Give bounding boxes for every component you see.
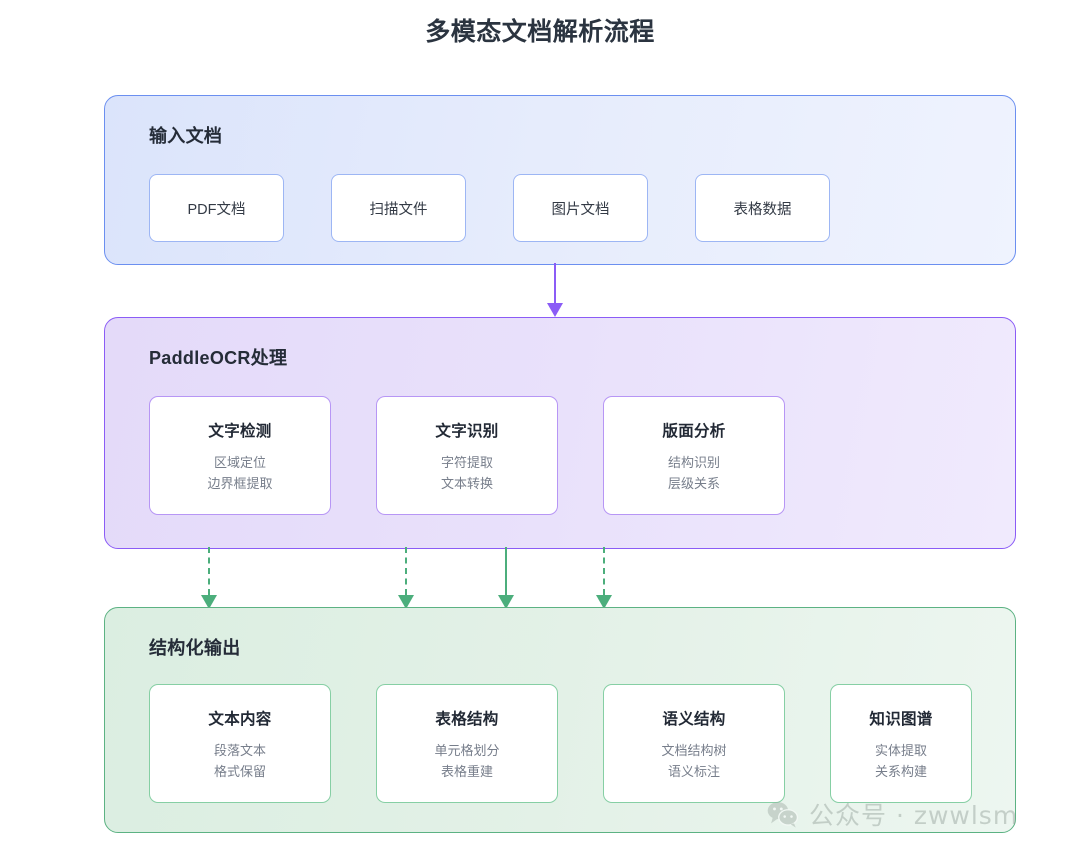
arrow-stem [208,547,210,595]
card-label: 表格数据 [733,201,792,218]
card-subline-1: 区域定位 [213,454,266,470]
card-subline-1: 结构识别 [667,454,720,470]
card-subline-1: 字符提取 [440,454,493,470]
card-subline-2: 语义标注 [667,764,720,779]
card-subline-1: 段落文本 [213,742,266,758]
card-text-recognition[interactable]: 文字识别 字符提取 文本转换 [376,396,558,515]
card-text-content[interactable]: 文本内容 段落文本 格式保留 [149,684,331,803]
arrow-stem [603,547,605,595]
arrow-stem [405,547,407,595]
section-paddleocr-processing: PaddleOCR处理 文字检测 区域定位 边界框提取 文字识别 字符提取 文本… [104,317,1016,549]
card-title: 版面分析 [662,422,726,440]
card-scanned-file[interactable]: 扫描文件 [331,174,466,242]
card-subline-2: 表格重建 [440,764,493,779]
card-knowledge-graph[interactable]: 知识图谱 实体提取 关系构建 [830,684,972,803]
card-label: PDF文档 [187,201,246,218]
arrow-detection-to-output [194,547,224,609]
card-label: 图片文档 [551,201,610,218]
card-subline-1: 实体提取 [874,742,927,758]
card-title: 知识图谱 [869,710,933,728]
card-table-data[interactable]: 表格数据 [695,174,830,242]
card-semantic-structure[interactable]: 语义结构 文档结构树 语义标注 [603,684,785,803]
arrow-head [547,303,563,317]
arrow-head [498,595,514,609]
arrow-head [596,595,612,609]
card-row-input: PDF文档 扫描文件 图片文档 表格数据 [149,174,830,242]
card-pdf-document[interactable]: PDF文档 [149,174,284,242]
section-structured-output: 结构化输出 文本内容 段落文本 格式保留 表格结构 单元格划分 表格重建 语义结… [104,607,1016,833]
card-image-document[interactable]: 图片文档 [513,174,648,242]
arrow-stem [505,547,507,595]
card-subline-2: 文本转换 [440,476,493,491]
card-table-structure[interactable]: 表格结构 单元格划分 表格重建 [376,684,558,803]
card-title: 文本内容 [208,710,272,728]
arrow-stem [554,263,556,305]
arrow-recognition-to-output [391,547,421,609]
arrow-layout-to-output [589,547,619,609]
card-title: 文字识别 [435,422,499,440]
card-row-output: 文本内容 段落文本 格式保留 表格结构 单元格划分 表格重建 语义结构 文档结构… [149,684,972,803]
card-subline-2: 层级关系 [667,476,720,491]
card-row-ocr: 文字检测 区域定位 边界框提取 文字识别 字符提取 文本转换 版面分析 结构识别… [149,396,785,515]
card-subline-1: 文档结构树 [661,742,727,758]
arrow-head [201,595,217,609]
section-input-documents: 输入文档 PDF文档 扫描文件 图片文档 表格数据 [104,95,1016,265]
section-heading-output: 结构化输出 [149,638,241,658]
card-subline-2: 关系构建 [874,764,927,779]
card-text-detection[interactable]: 文字检测 区域定位 边界框提取 [149,396,331,515]
section-heading-ocr: PaddleOCR处理 [149,348,288,368]
page-title: 多模态文档解析流程 [425,18,655,46]
card-subline-1: 单元格划分 [434,742,500,758]
card-title: 语义结构 [662,710,726,728]
card-subline-2: 格式保留 [213,764,266,779]
section-heading-input: 输入文档 [149,126,223,146]
card-title: 表格结构 [435,710,499,728]
card-label: 扫描文件 [369,201,428,218]
card-title: 文字检测 [208,422,272,440]
arrow-ocr-to-output [491,547,521,609]
arrow-head [398,595,414,609]
card-subline-2: 边界框提取 [207,476,273,491]
card-layout-analysis[interactable]: 版面分析 结构识别 层级关系 [603,396,785,515]
arrow-input-to-ocr [540,263,570,317]
